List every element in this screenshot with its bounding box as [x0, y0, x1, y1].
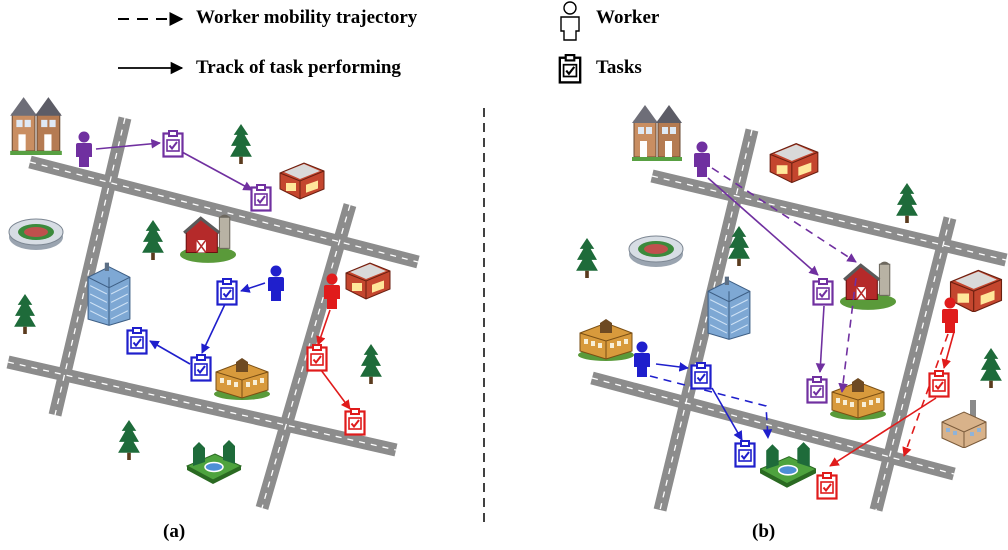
panel-a-purple-track	[95, 139, 253, 191]
task-clipboard-icon	[812, 278, 834, 306]
park-icon	[186, 440, 242, 485]
panel-a	[6, 96, 420, 510]
panel-b	[576, 104, 1008, 512]
task-clipboard-icon	[306, 344, 328, 372]
panel-b-blue-track	[655, 362, 743, 441]
panel-a-roads	[6, 116, 420, 510]
shop-icon	[345, 262, 391, 300]
caption-a: (a)	[163, 521, 186, 542]
legend-trajectory-label: Worker mobility trajectory	[196, 7, 418, 28]
factory-icon	[941, 400, 987, 448]
legend-performing-label: Track of task performing	[196, 57, 401, 78]
house-icon	[769, 142, 819, 184]
task-clipboard-icon	[344, 408, 366, 436]
park-icon	[760, 442, 816, 489]
legend-worker-label: Worker	[596, 7, 660, 28]
panel-a-red-track	[316, 309, 351, 410]
tree-icon	[576, 238, 598, 278]
panel-b-purple-track	[707, 177, 826, 373]
shop-icon	[949, 269, 1003, 312]
tree-icon	[142, 220, 164, 260]
house-icon	[10, 96, 62, 155]
legend-tasks-label: Tasks	[596, 57, 642, 78]
worker-icon	[694, 141, 710, 177]
legend-task-icon	[558, 54, 582, 84]
tree-icon	[980, 348, 1002, 388]
worker-icon	[634, 341, 650, 377]
task-clipboard-icon	[734, 440, 756, 468]
task-clipboard-icon	[250, 184, 272, 212]
legend-worker-icon	[560, 1, 580, 41]
tree-icon	[896, 183, 918, 223]
panel-b-red-trajectory	[902, 333, 949, 457]
panel-a-blue-track	[149, 282, 266, 365]
stadium-icon	[628, 235, 684, 268]
school-icon	[214, 357, 270, 401]
task-clipboard-icon	[162, 130, 184, 158]
tree-icon	[118, 420, 140, 460]
tree-icon	[14, 294, 36, 334]
house-icon	[632, 104, 682, 162]
barn-icon	[840, 260, 896, 310]
barn-icon	[180, 213, 236, 264]
task-clipboard-icon	[126, 327, 148, 355]
tree-icon	[360, 344, 382, 384]
task-clipboard-icon	[928, 370, 950, 398]
house-icon	[578, 318, 634, 362]
tree-icon	[230, 124, 252, 164]
worker-icon	[76, 131, 92, 167]
task-clipboard-icon	[816, 472, 838, 500]
task-clipboard-icon	[216, 278, 238, 306]
task-clipboard-icon	[806, 376, 828, 404]
house-icon	[279, 162, 325, 200]
task-clipboard-icon	[190, 354, 212, 382]
stadium-icon	[8, 218, 64, 251]
task-clipboard-icon	[690, 362, 712, 390]
school-icon	[830, 377, 886, 421]
panel-b-blue-trajectory	[649, 375, 773, 439]
caption-b: (b)	[752, 521, 776, 542]
worker-icon	[268, 265, 284, 301]
panel-b-roads	[590, 128, 1008, 512]
panel-b-red-track	[829, 331, 955, 467]
panel-b-purple-trajectory	[711, 167, 857, 393]
